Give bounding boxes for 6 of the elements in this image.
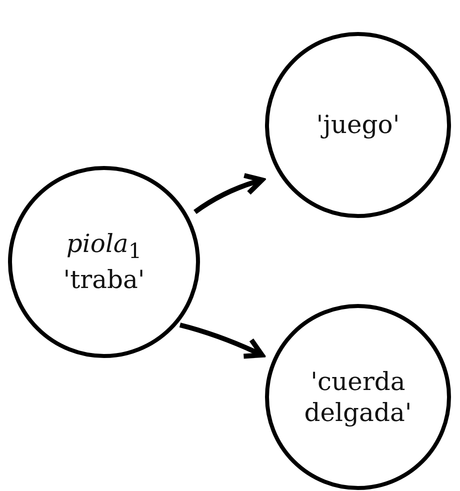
concept-text: 'traba' [63, 264, 145, 296]
concept-text: piola$_{1}$ [66, 228, 142, 264]
concept-text: 'juego' [316, 109, 400, 141]
arrow [179, 322, 264, 359]
arrow [194, 173, 264, 214]
concept-text: 'cuerda delgada' [303, 366, 413, 428]
